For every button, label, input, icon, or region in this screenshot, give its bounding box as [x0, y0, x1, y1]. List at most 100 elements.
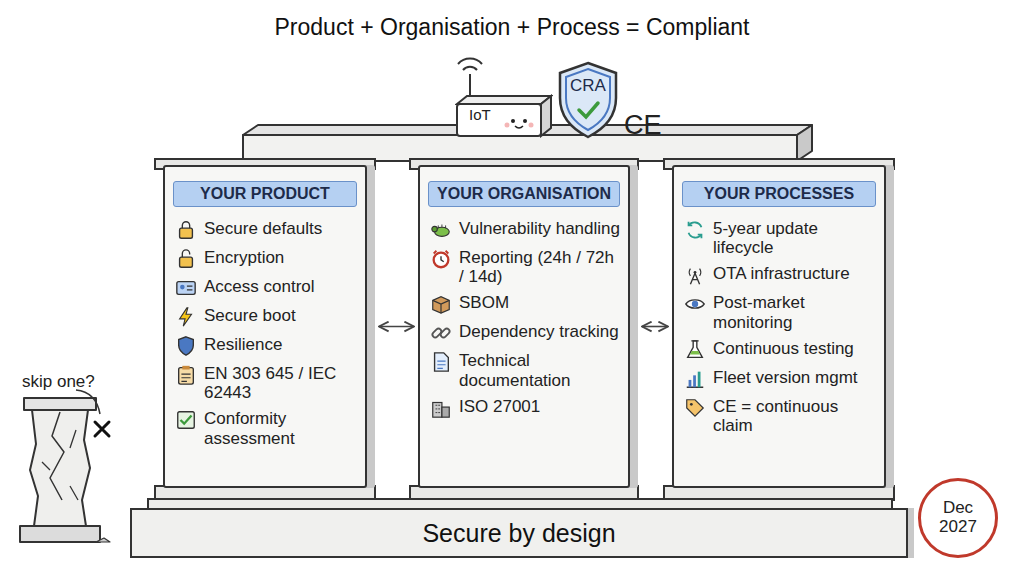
broken-pillar-part	[30, 410, 90, 526]
item-text: Post-market monitoring	[713, 293, 876, 331]
top-slab-part	[797, 125, 812, 161]
item-icon-part	[180, 285, 185, 290]
item-icon	[175, 364, 197, 386]
broken-pillar-part	[96, 538, 110, 542]
item-icon	[175, 248, 197, 270]
pillar-item: Resilience	[175, 335, 357, 357]
base-band: Secure by design	[130, 508, 908, 558]
pillar-caps-part	[664, 486, 894, 500]
item-icon-part	[688, 341, 703, 358]
item-icon-part	[693, 375, 696, 387]
item-icon-part	[687, 400, 704, 417]
base-label: Secure by design	[422, 519, 615, 548]
broken-pillar-part	[24, 398, 96, 410]
item-text: Access control	[204, 277, 315, 296]
item-icon-part	[437, 361, 445, 368]
device-outline-part	[515, 126, 523, 128]
item-text: Reporting (24h / 72h / 14d)	[459, 248, 620, 286]
pillar-item: Vulnerability handling	[430, 219, 620, 241]
item-icon-part	[182, 250, 189, 257]
item-icon	[684, 219, 706, 241]
item-text: Resilience	[204, 335, 282, 354]
item-icon-part	[694, 271, 697, 274]
item-icon-part	[179, 368, 194, 385]
item-icon-part	[690, 351, 700, 355]
item-text: CE = continuous claim	[713, 397, 876, 435]
badge-label: CRA	[556, 76, 620, 96]
item-icon-part	[438, 225, 445, 229]
item-icon-part	[692, 301, 698, 307]
item-text: Vulnerability handling	[459, 219, 620, 238]
pillar-item: ISO 27001	[430, 397, 620, 419]
item-text: Continuous testing	[713, 339, 854, 358]
date-circle: Dec 2027	[918, 478, 998, 558]
item-icon	[430, 293, 452, 315]
pillar-caps-part	[410, 486, 638, 500]
device-outline-part	[505, 123, 510, 128]
item-icon-part	[433, 301, 450, 314]
item-icon-part	[690, 274, 699, 285]
broken-pillar-part	[20, 526, 100, 542]
item-text: Dependency tracking	[459, 322, 619, 341]
pillar-heading: YOUR PRODUCT	[173, 181, 357, 207]
item-icon-part	[433, 402, 442, 417]
device-label: IoT	[469, 106, 491, 123]
item-text: EN 303 645 / IEC 62443	[204, 364, 357, 402]
item-icon	[684, 264, 706, 286]
item-text: Secure defaults	[204, 219, 322, 238]
item-icon-part	[698, 371, 701, 387]
item-icon	[684, 339, 706, 361]
item-icon-part	[441, 256, 444, 262]
item-text: OTA infrastructure	[713, 264, 850, 283]
item-icon	[684, 397, 706, 419]
cross-mark	[95, 422, 109, 436]
item-text: Encryption	[204, 248, 284, 267]
item-icon-part	[180, 228, 193, 238]
broken-pillar-part	[50, 412, 64, 500]
callout-note: skip one?	[22, 372, 95, 392]
item-icon-part	[689, 222, 702, 237]
item-icon-part	[179, 337, 194, 355]
item-icon-part	[181, 416, 192, 424]
iot-antenna	[458, 59, 482, 96]
item-icon	[430, 322, 452, 344]
pillar-box: YOUR PROCESSES5-year update lifecycleOTA…	[672, 165, 886, 488]
item-text: Conformity assessment	[204, 409, 357, 447]
device-outline-part	[523, 119, 527, 123]
pillar-caps	[155, 159, 894, 500]
item-icon-part	[689, 269, 700, 276]
pillar-item: Fleet version mgmt	[684, 368, 876, 390]
pillar-heading: YOUR PROCESSES	[682, 181, 876, 207]
item-icon-part	[440, 328, 451, 339]
iot-antenna-part	[458, 59, 482, 64]
item-icon-part	[434, 251, 449, 254]
item-icon-part	[691, 340, 698, 341]
pillar-box: YOUR PRODUCT Secure defaultsEncryptionAcc…	[163, 165, 367, 488]
item-icon-part	[689, 380, 692, 387]
item-text: Secure boot	[204, 306, 296, 325]
iot-antenna-part	[469, 74, 471, 96]
item-text: SBOM	[459, 293, 509, 312]
item-text: ISO 27001	[459, 397, 540, 416]
item-icon	[430, 351, 452, 373]
item-icon-part	[432, 226, 438, 232]
item-icon-part	[187, 286, 193, 290]
leader-line	[76, 390, 100, 414]
item-icon	[175, 277, 197, 299]
pillar-item: Post-market monitoring	[684, 293, 876, 331]
pillar-caps-part	[155, 486, 375, 500]
item-icon-part	[177, 282, 195, 295]
item-icon-part	[180, 308, 192, 326]
item-icon-part	[686, 300, 704, 308]
item-icon-part	[181, 374, 190, 381]
item-icon-part	[442, 407, 449, 417]
pillar-item: Dependency tracking	[430, 322, 620, 344]
device-outline-part	[541, 96, 551, 136]
item-icon	[684, 293, 706, 315]
pillar-item: OTA infrastructure	[684, 264, 876, 286]
item-text: Fleet version mgmt	[713, 368, 858, 387]
pillar-item: Conformity assessment	[175, 409, 357, 447]
device-outline-part	[457, 104, 541, 136]
